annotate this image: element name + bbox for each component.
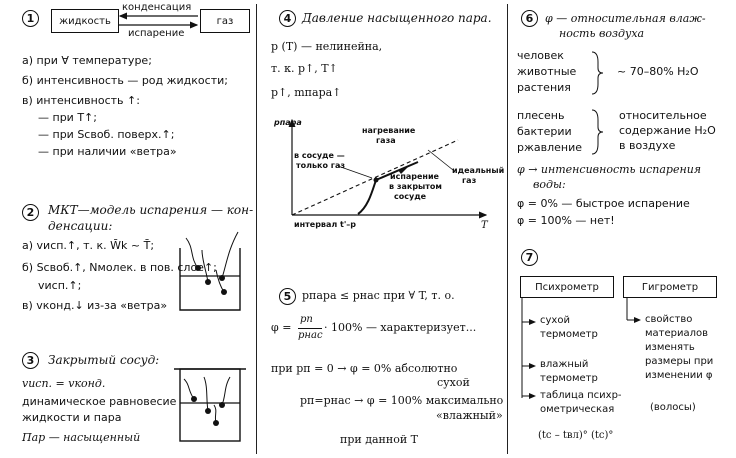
s5-line-1: pпара ≤ pнас при ∀ T, т. о. bbox=[302, 289, 455, 302]
s3-line-4: Пар — насыщенный bbox=[22, 431, 141, 444]
s1-line-4: — при T↑; bbox=[38, 111, 97, 124]
s5-line-4b: «влажный» bbox=[436, 409, 503, 422]
graph-label-ideal-2: газ bbox=[462, 176, 477, 185]
s2-line-4: в) vконд.↓ из-за «ветра» bbox=[22, 299, 168, 312]
s7-hygro-4: размеры при bbox=[645, 356, 714, 367]
s6-group2-a: плесень bbox=[517, 109, 565, 122]
s2-line-2: б) Sсвоб.↑, Nмолек. в пов. слое↑; bbox=[22, 261, 217, 274]
s7-psychro-1: сухой bbox=[540, 315, 570, 326]
graph-label-heating: нагревание bbox=[362, 126, 416, 135]
section-number-5: 5 bbox=[279, 288, 296, 305]
s3-line-3: жидкости и пара bbox=[22, 411, 122, 424]
section-number-1: 1 bbox=[22, 10, 39, 27]
s6-title-1: φ — относительная влаж- bbox=[545, 12, 706, 25]
s6-group2-result-1: относительное bbox=[619, 109, 707, 122]
s7-hygro-5: изменении φ bbox=[645, 370, 713, 381]
graph-y-axis-label: pпара bbox=[274, 118, 302, 127]
graph-label-evaporation: испарение bbox=[390, 172, 439, 181]
s4-line-3: p↑, mпара↑ bbox=[271, 86, 342, 99]
graph-label-vessel-2: только газ bbox=[296, 161, 345, 170]
s6-group1-b: животные bbox=[517, 65, 577, 78]
s7-hygro-3: изменять bbox=[645, 342, 695, 353]
arrow-label-evaporation: испарение bbox=[128, 28, 185, 39]
s7-psychro-2: термометр bbox=[540, 329, 598, 340]
s2-title-2: денсации: bbox=[48, 219, 113, 233]
s6-group2-result-3: в воздухе bbox=[619, 139, 676, 152]
graph-label-evaporation-3: сосуде bbox=[394, 192, 427, 201]
graph-label-ideal: идеальный bbox=[452, 166, 505, 175]
section-number-3: 3 bbox=[22, 352, 39, 369]
s1-line-6: — при наличии «ветра» bbox=[38, 145, 177, 158]
s1-line-1: а) при ∀ температуре; bbox=[22, 54, 152, 67]
s7-hygro-1: свойство bbox=[645, 314, 693, 325]
s6-title-2: ность воздуха bbox=[559, 27, 645, 40]
s2-line-3: vисп.↑; bbox=[38, 279, 82, 292]
saturated-vapor-pressure-graph bbox=[288, 118, 488, 219]
s5-fraction-denominator: pнас bbox=[298, 330, 323, 341]
s6-group2-c: ржавление bbox=[517, 141, 583, 154]
s1-line-5: — при Sсвоб. поверх.↑; bbox=[38, 128, 175, 141]
s2-title-1: МКТ—модель испарения — кон- bbox=[48, 203, 254, 217]
closed-vessel-diagram bbox=[174, 368, 246, 442]
s7-hygro-2: материалов bbox=[645, 328, 709, 339]
box-gas: газ bbox=[200, 9, 250, 33]
s7-psychro-3: влажный bbox=[540, 359, 589, 370]
s4-line-1: p (T) — нелинейна, bbox=[271, 40, 383, 53]
graph-label-evaporation-2: в закрытом bbox=[389, 182, 442, 191]
section-number-4: 4 bbox=[279, 10, 296, 27]
section-number-2: 2 bbox=[22, 204, 39, 221]
s4-title: Давление насыщенного пара. bbox=[302, 11, 492, 25]
s5-fraction-numerator: pп bbox=[300, 314, 313, 325]
s1-line-3: в) интенсивность ↑: bbox=[22, 94, 140, 107]
brace-1 bbox=[591, 51, 604, 95]
brace-2 bbox=[591, 109, 604, 155]
column-divider-1 bbox=[256, 4, 257, 454]
box-liquid: жидкость bbox=[51, 9, 119, 33]
s7-hygro-6: (волосы) bbox=[650, 402, 696, 413]
s5-phi-equals: φ = bbox=[271, 321, 292, 334]
s3-line-2: динамическое равновесие bbox=[22, 395, 177, 408]
box-psychrometer: Психрометр bbox=[520, 276, 614, 298]
s5-line-2: · 100% — характеризует... bbox=[324, 321, 477, 334]
column-divider-2 bbox=[507, 4, 508, 454]
s6-group2-b: бактерии bbox=[517, 125, 572, 138]
s5-line-4: pп=pнас → φ = 100% максимально bbox=[300, 394, 504, 407]
s4-line-2: т. к. p↑, T↑ bbox=[271, 62, 338, 75]
s6-line-1b: воды: bbox=[533, 178, 566, 191]
s3-title: Закрытый сосуд: bbox=[48, 353, 160, 367]
box-hygrometer: Гигрометр bbox=[623, 276, 717, 298]
s6-group2-result-2: содержание H₂O bbox=[619, 124, 716, 137]
s7-psychro-6: ометрическая bbox=[540, 404, 615, 415]
graph-label-heating-2: газа bbox=[376, 136, 396, 145]
s1-line-2: б) интенсивность — род жидкости; bbox=[22, 74, 228, 87]
s5-line-5: при данной T bbox=[340, 433, 418, 446]
s7-formula: (tс – tвл)° (tс)° bbox=[538, 430, 614, 441]
graph-label-vessel: в сосуде — bbox=[294, 151, 345, 160]
s5-line-3: при pп = 0 → φ = 0% абсолютно bbox=[271, 362, 458, 375]
s5-line-3b: сухой bbox=[437, 376, 470, 389]
s6-group1-result: ~ 70–80% H₂O bbox=[617, 65, 699, 78]
s2-line-1: а) vисп.↑, т. к. W̄k ~ T̄; bbox=[22, 239, 155, 252]
s5-fraction-bar bbox=[298, 328, 322, 329]
arrow-label-condensation: конденсация bbox=[122, 2, 192, 13]
s6-line-1: φ → интенсивность испарения bbox=[517, 163, 702, 176]
s7-psychro-4: термометр bbox=[540, 373, 598, 384]
section-number-7: 7 bbox=[521, 249, 538, 266]
open-vessel-diagram bbox=[179, 231, 241, 311]
graph-label-interval: интервал t'–p bbox=[294, 220, 357, 229]
s6-group1-a: человек bbox=[517, 49, 564, 62]
section-number-6: 6 bbox=[521, 10, 538, 27]
s6-line-3: φ = 100% — нет! bbox=[517, 214, 615, 227]
s6-line-2: φ = 0% — быстрое испарение bbox=[517, 197, 690, 210]
s7-psychro-5: таблица психр- bbox=[540, 390, 622, 401]
graph-x-axis-label: T bbox=[481, 220, 488, 231]
s3-line-1: vисп. = vконд. bbox=[22, 377, 106, 390]
s6-group1-c: растения bbox=[517, 81, 571, 94]
